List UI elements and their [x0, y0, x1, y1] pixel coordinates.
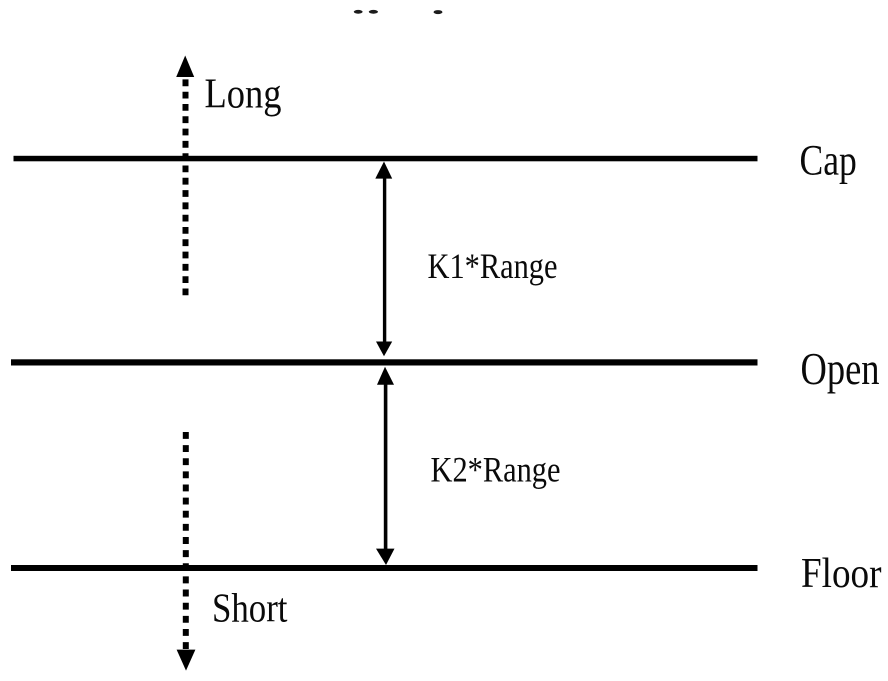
svg-text:Long: Long [205, 72, 282, 118]
svg-text:Cap: Cap [800, 137, 857, 185]
svg-text:Short: Short [212, 584, 288, 630]
svg-text:K2*Range: K2*Range [431, 450, 561, 490]
svg-text:Open: Open [801, 344, 880, 394]
svg-text:K1*Range: K1*Range [428, 246, 558, 286]
svg-text:Floor: Floor [801, 550, 882, 597]
